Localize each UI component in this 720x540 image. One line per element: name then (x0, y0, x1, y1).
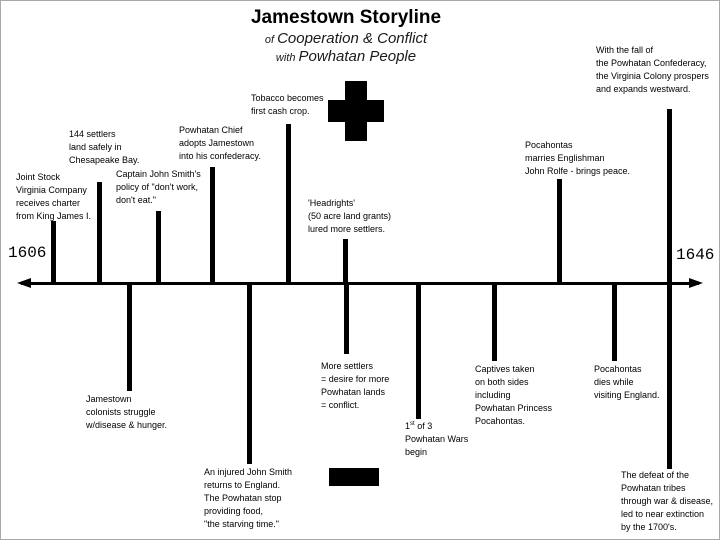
event-more-settlers-conflict: More settlers = desire for more Powhatan… (321, 361, 390, 410)
event-tobacco-cash-crop: Tobacco becomes first cash crop. (251, 93, 324, 116)
event-colonists-struggle: Jamestown colonists struggle w/disease &… (86, 394, 168, 430)
event-captives-taken: Captives taken on both sides including P… (475, 364, 553, 426)
event-pocahontas-marries: Pocahontas marries Englishman John Rolfe… (525, 140, 631, 176)
conflict-minus-icon (329, 468, 379, 486)
war-number: 1 (405, 421, 411, 431)
event-powhatan-chief-adopts: Powhatan Chief adopts Jamestown into his… (179, 125, 261, 161)
event-smith-returns-starving-time: An injured John Smith returns to England… (204, 467, 293, 529)
event-pocahontas-dies: Pocahontas dies while visiting England. (594, 364, 660, 400)
timeline-tick (416, 282, 421, 419)
page-title: Jamestown Storyline (250, 7, 442, 28)
war-text: of 3 Powhatan Wars begin (405, 421, 469, 457)
event-headrights-grants: 'Headrights' (50 acre land grants) lured… (308, 198, 392, 234)
timeline-tick (156, 211, 161, 285)
timeline-tick (612, 282, 617, 361)
event-john-smith-policy: Captain John Smith's policy of "don't wo… (116, 169, 201, 205)
timeline-left-arrow-icon (17, 278, 31, 288)
end-year-label: 1646 (676, 246, 715, 264)
timeline-tick (51, 221, 56, 285)
subtitle-line-2: with Powhatan People (166, 48, 526, 65)
timeline-connector-line (667, 109, 672, 469)
title-block: Jamestown Storyline of Cooperation & Con… (166, 7, 526, 65)
timeline-tick (286, 124, 291, 285)
timeline-tick (492, 282, 497, 361)
start-year-label: 1606 (8, 244, 47, 262)
timeline-tick (343, 239, 348, 285)
event-joint-stock-charter: Joint Stock Virginia Company receives ch… (16, 172, 92, 221)
war-ordinal-suffix: st (410, 421, 415, 427)
subtitle-text: Cooperation & Conflict (277, 30, 428, 47)
timeline-tick (557, 179, 562, 285)
cooperation-plus-icon (328, 81, 384, 141)
timeline-tick (344, 282, 349, 354)
timeline-tick (247, 282, 252, 464)
event-fall-of-confederacy: With the fall of the Powhatan Confederac… (596, 45, 709, 94)
timeline-tick (210, 167, 215, 285)
timeline-tick (127, 282, 132, 391)
subtitle-text-2: Powhatan People (298, 48, 417, 65)
subtitle-line-1: of Cooperation & Conflict (166, 30, 526, 47)
subtitle-prefix: of (264, 34, 278, 46)
timeline-tick (97, 182, 102, 285)
timeline-right-arrow-icon (689, 278, 703, 288)
event-144-settlers-land: 144 settlers land safely in Chesapeake B… (69, 129, 140, 165)
event-powhatan-defeat: The defeat of the Powhatan tribes throug… (621, 470, 714, 532)
timeline-axis (21, 282, 699, 285)
plus-horizontal-bar (328, 100, 384, 122)
event-first-powhatan-war: 1st of 3 Powhatan Wars begin (405, 420, 468, 459)
subtitle-prefix-2: with (275, 52, 299, 64)
